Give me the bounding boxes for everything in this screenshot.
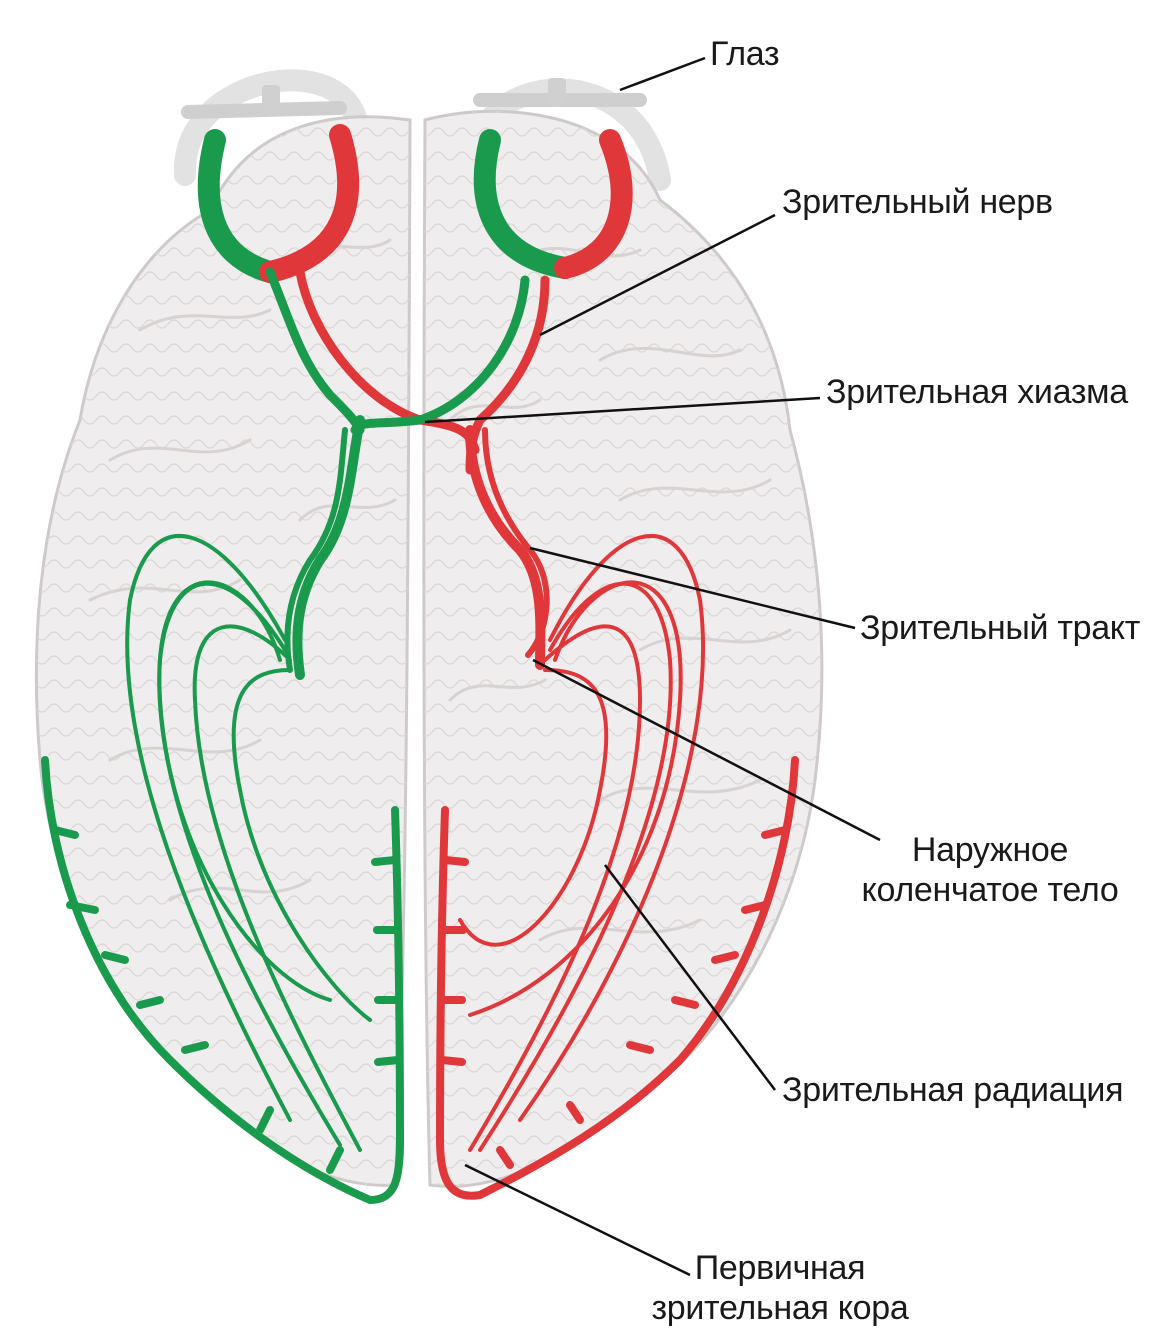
lgn-label: Наружное коленчатое тело bbox=[850, 830, 1130, 910]
lgn-label-line1: Наружное bbox=[850, 830, 1130, 870]
optic-tract-label: Зрительный тракт bbox=[860, 608, 1140, 648]
lgn-label-line2: коленчатое тело bbox=[850, 870, 1130, 910]
eye-leader-line bbox=[620, 58, 705, 90]
optic-radiation-label: Зрительная радиация bbox=[782, 1070, 1123, 1110]
v1-label: Первичная зрительная кора bbox=[650, 1248, 910, 1328]
v1-label-line2: зрительная кора bbox=[650, 1288, 910, 1328]
eye-label: Глаз bbox=[710, 34, 779, 74]
v1-label-line1: Первичная bbox=[650, 1248, 910, 1288]
optic-chiasm-label: Зрительная хиазма bbox=[826, 372, 1128, 412]
optic-nerve-label: Зрительный нерв bbox=[782, 182, 1053, 222]
